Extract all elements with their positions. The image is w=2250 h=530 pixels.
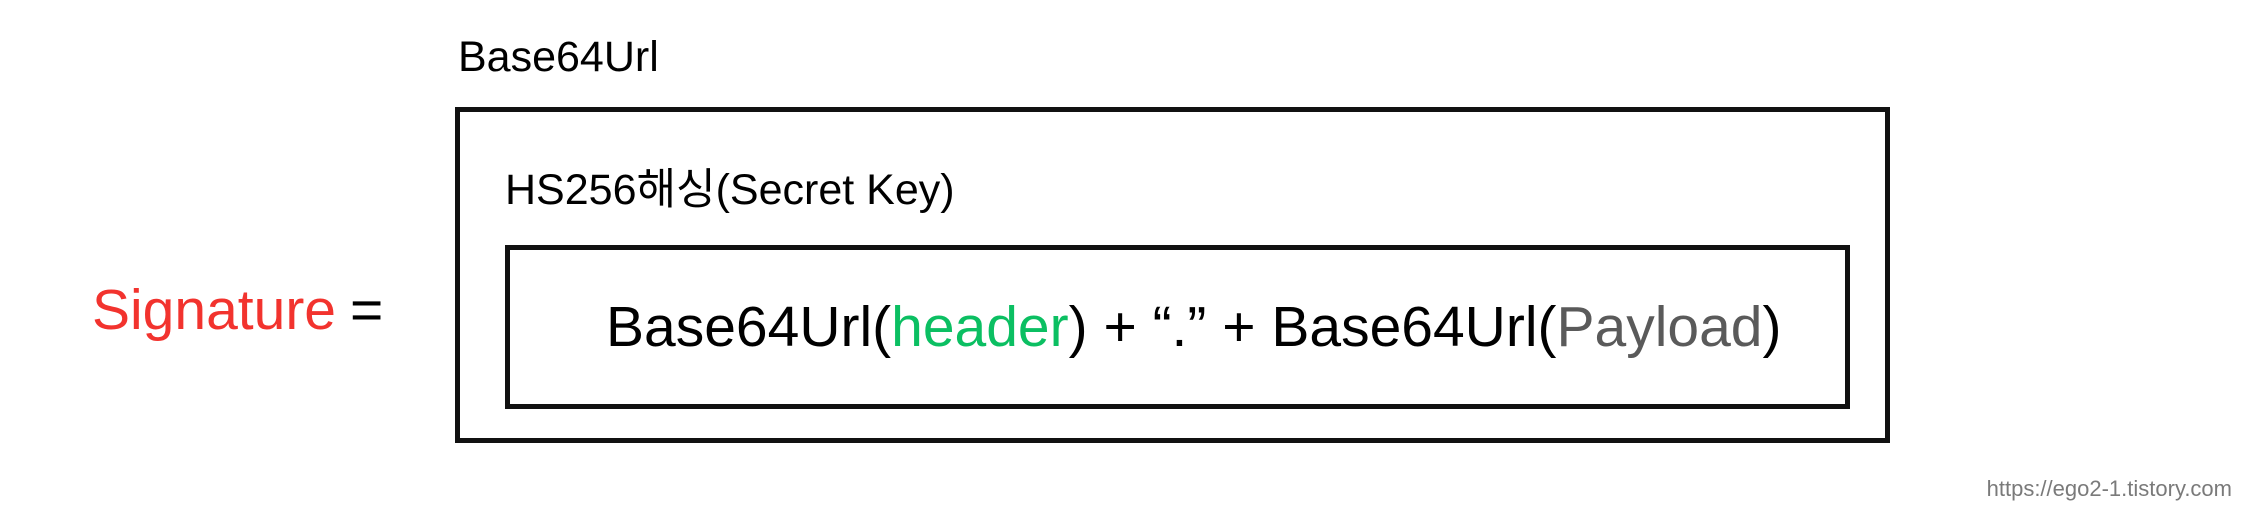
signature-term: Signature [92, 278, 337, 342]
formula-close-paren-1: ) [1068, 294, 1088, 359]
outer-box-label-base64url: Base64Url [458, 33, 659, 81]
equation-left-side: Signature= [92, 282, 383, 339]
base64url-outer-box: HS256해싱(Secret Key) Base64Url(header) + … [455, 107, 1890, 443]
formula-base64url-open-2: Base64Url( [1271, 294, 1557, 359]
formula-payload-token: Payload [1556, 294, 1763, 359]
formula-plus-1: + [1087, 294, 1153, 359]
formula-close-paren-2: ) [1762, 294, 1782, 359]
equals-operator: = [350, 278, 384, 342]
source-watermark: https://ego2-1.tistory.com [1986, 476, 2232, 501]
formula-plus-2: + [1206, 294, 1272, 359]
formula-base64url-open-1: Base64Url( [606, 294, 892, 359]
hashed-expression-box: Base64Url(header) + “.” + Base64Url(Payl… [505, 245, 1850, 409]
inner-box-label-hs256-hashing: HS256해싱(Secret Key) [505, 166, 955, 214]
formula-dot-separator: “.” [1152, 294, 1207, 359]
formula-header-token: header [891, 294, 1069, 359]
signature-formula: Base64Url(header) + “.” + Base64Url(Payl… [510, 298, 1781, 356]
